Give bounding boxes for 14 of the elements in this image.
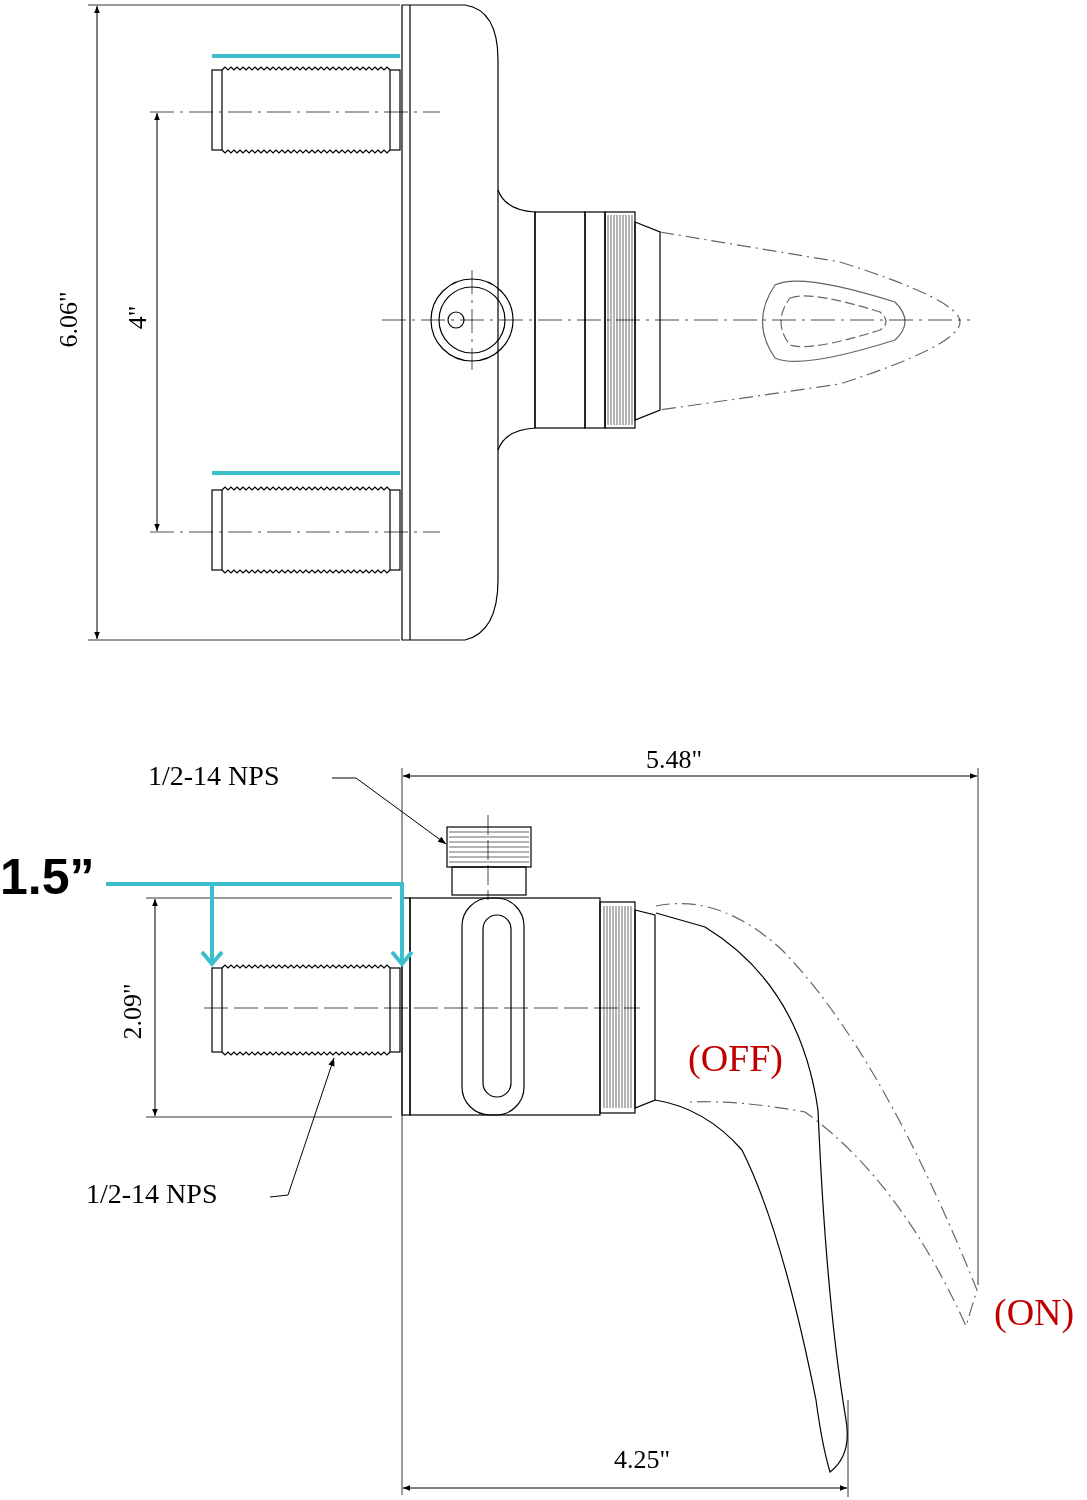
dimension-label: 4.25" <box>614 1444 671 1476</box>
position-label: (OFF) <box>688 1036 784 1081</box>
dimension-label: 4" <box>122 305 154 330</box>
position-label: (ON) <box>994 1290 1075 1335</box>
dimension-label: 5.48" <box>646 744 703 776</box>
leader-line <box>331 777 447 845</box>
dimension-label: 2.09" <box>116 983 148 1040</box>
pipe-fitting <box>446 826 532 896</box>
dimension-label: 1.5” <box>0 852 95 902</box>
leader-line <box>269 1057 335 1198</box>
callout-text: 1/2-14 NPS <box>148 758 280 793</box>
threaded-pipe <box>211 964 401 1056</box>
dimension-label: 6.06" <box>52 291 84 348</box>
callout-text: 1/2-14 NPS <box>86 1176 218 1211</box>
